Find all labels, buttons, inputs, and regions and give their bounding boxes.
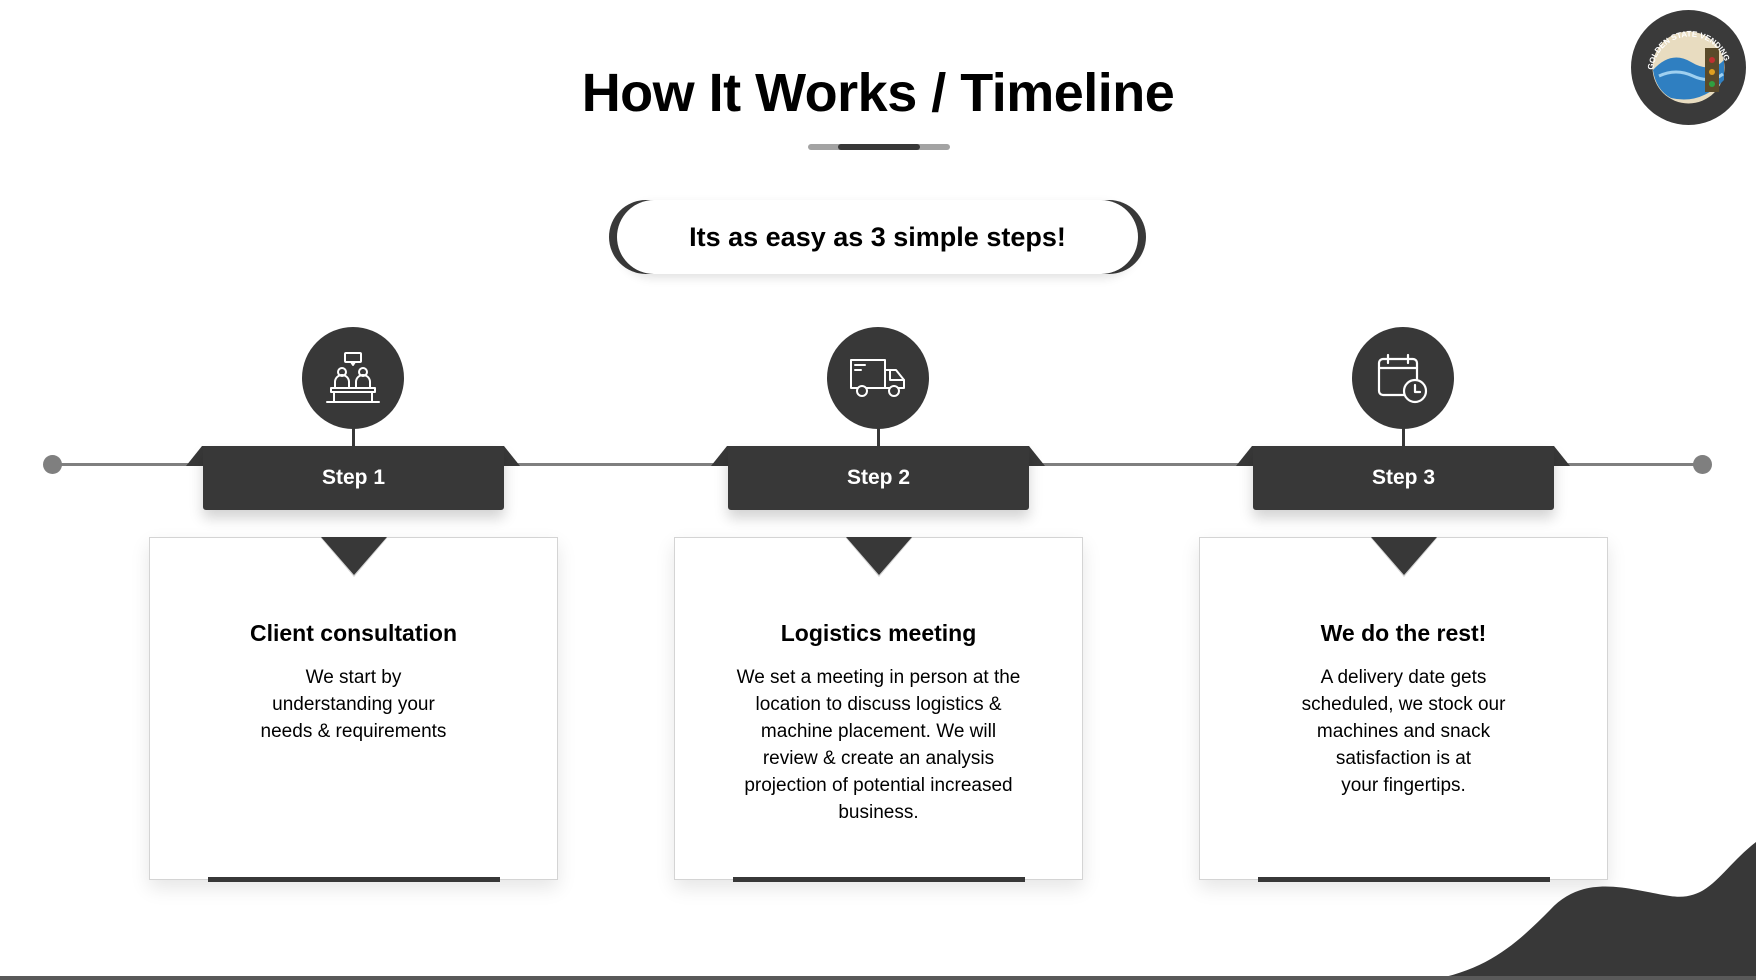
step-3-heading: We do the rest! [1320, 620, 1487, 646]
card-notch [846, 537, 912, 575]
decorative-wave [1430, 842, 1756, 980]
page-title: How It Works / Timeline [581, 63, 1175, 123]
step-2-icon-circle [827, 327, 929, 429]
step-2-connector [877, 428, 880, 448]
meeting-icon [326, 352, 380, 403]
timeline-end-dot [1693, 455, 1712, 474]
step-1-card-bar [208, 877, 500, 882]
card-notch [321, 537, 387, 575]
step-1-body: We start by understanding your needs & r… [260, 667, 447, 742]
step-1-tab: Step 1 [203, 446, 504, 510]
title-underline-accent [838, 144, 920, 150]
step-1-icon-circle [302, 327, 404, 429]
delivery-truck-icon [850, 359, 905, 397]
step-2-card: Logistics meeting We set a meeting in pe… [674, 537, 1083, 882]
step-3-card-bar [1258, 877, 1550, 882]
step-3-connector [1402, 428, 1405, 448]
step-3-tab: Step 3 [1253, 446, 1554, 510]
step-2-body: We set a meeting in person at the locati… [736, 667, 1021, 823]
step-1-connector [352, 428, 355, 448]
company-logo: GOLDEN STATE VENDING CO [1631, 10, 1746, 125]
step-3-card: We do the rest! A delivery date gets sch… [1199, 537, 1608, 882]
step-1-card: Client consultation We start by understa… [149, 537, 558, 882]
step-3-body: A delivery date gets scheduled, we stock… [1301, 667, 1506, 796]
calendar-clock-icon [1377, 353, 1428, 404]
step-3-icon-circle [1352, 327, 1454, 429]
step-2-card-bar [733, 877, 1025, 882]
subtitle-pill: Its as easy as 3 simple steps! [617, 200, 1138, 274]
timeline-start-dot [43, 455, 62, 474]
step-2-heading: Logistics meeting [780, 620, 977, 646]
card-notch [1371, 537, 1437, 575]
step-2-tab: Step 2 [728, 446, 1029, 510]
bottom-border [0, 976, 1756, 980]
step-1-heading: Client consultation [250, 620, 457, 646]
